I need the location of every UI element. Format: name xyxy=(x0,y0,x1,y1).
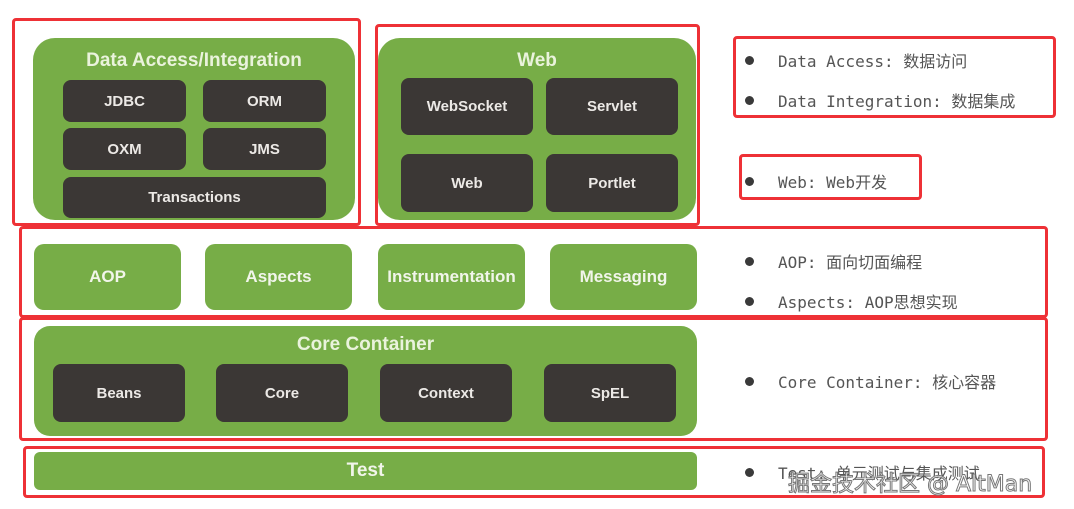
web-title: Web xyxy=(517,50,557,71)
module-spel: SpEL xyxy=(544,364,676,422)
highlight-middle-row xyxy=(19,226,1048,318)
bullet-icon xyxy=(745,376,754,386)
note-web: Web: Web开发 xyxy=(745,169,887,193)
module-messaging: Messaging xyxy=(550,244,697,310)
highlight-note-data xyxy=(733,36,1056,118)
module-portlet: Portlet xyxy=(546,154,678,212)
core-container-title: Core Container xyxy=(296,334,435,355)
note-core-container: Core Container: 核心容器 xyxy=(745,369,996,393)
note-test: Test: 单元测试与集成测试 xyxy=(745,460,980,484)
module-core: Core xyxy=(216,364,348,422)
module-orm: ORM xyxy=(203,80,326,122)
note-data-integration: Data Integration: 数据集成 xyxy=(745,88,1015,112)
module-context: Context xyxy=(380,364,512,422)
bullet-icon xyxy=(745,176,754,186)
module-jms: JMS xyxy=(203,128,326,170)
highlight-test xyxy=(23,446,1045,498)
bullet-icon xyxy=(745,95,754,105)
module-aop: AOP xyxy=(34,244,181,310)
data-access-integration-title: Data Access/Integration xyxy=(86,50,302,71)
module-instrumentation: Instrumentation xyxy=(378,244,525,310)
highlight-core-container xyxy=(19,317,1048,441)
note-data-access: Data Access: 数据访问 xyxy=(745,48,967,72)
highlight-web xyxy=(375,24,700,226)
bullet-icon xyxy=(745,296,754,306)
module-servlet: Servlet xyxy=(546,78,678,135)
module-test: Test xyxy=(34,452,697,490)
bullet-icon xyxy=(745,55,754,65)
bullet-icon xyxy=(745,256,754,266)
module-transactions: Transactions xyxy=(63,177,326,218)
highlight-data-access xyxy=(12,18,361,226)
note-aspects: Aspects: AOP思想实现 xyxy=(745,289,958,313)
module-aspects: Aspects xyxy=(205,244,352,310)
module-beans: Beans xyxy=(53,364,185,422)
note-aop: AOP: 面向切面编程 xyxy=(745,249,922,273)
module-websocket: WebSocket xyxy=(401,78,533,135)
module-web: Web xyxy=(401,154,533,212)
bullet-icon xyxy=(745,467,754,477)
highlight-note-web xyxy=(739,154,922,200)
module-jdbc: JDBC xyxy=(63,80,186,122)
watermark: 掘金技术社区 @ AltMan xyxy=(787,472,1033,498)
module-oxm: OXM xyxy=(63,128,186,170)
